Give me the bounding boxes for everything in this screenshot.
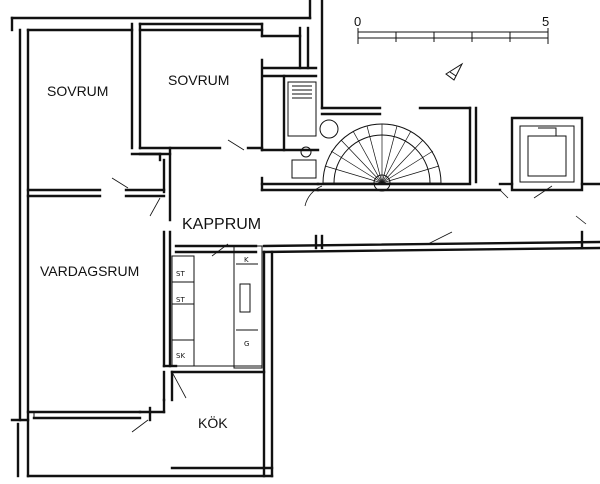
fixture-mark-st-upper: ST xyxy=(176,270,185,278)
room-label-kok: KÖK xyxy=(198,414,228,431)
door-swings xyxy=(111,139,245,257)
fixture-mark-st-lower: ST xyxy=(176,296,185,304)
scale-end-label: 5 xyxy=(542,14,549,29)
scale-start-label: 0 xyxy=(354,14,361,29)
fixture-mark-g: G xyxy=(244,340,249,348)
living-walls xyxy=(26,398,166,433)
bathroom-block xyxy=(260,26,320,192)
spiral-staircase xyxy=(304,106,502,207)
room-label-vardagsrum: VARDAGSRUM xyxy=(40,263,139,279)
room-label-sovrum-right: SOVRUM xyxy=(168,72,229,88)
exterior-walls xyxy=(10,0,324,478)
corridor-walls xyxy=(174,189,600,254)
fixture-mark-k: K xyxy=(244,256,249,264)
north-arrow-icon xyxy=(445,62,464,81)
room-label-kapprum: KAPPRUM xyxy=(182,216,261,233)
elevator-shaft xyxy=(498,116,600,199)
room-label-sovrum-left: SOVRUM xyxy=(47,83,108,99)
scale-bar: 0 5 xyxy=(354,14,549,44)
kitchen-fittings xyxy=(162,230,266,402)
bedroom-walls xyxy=(26,22,302,222)
fixture-mark-sk: SK xyxy=(176,352,185,360)
